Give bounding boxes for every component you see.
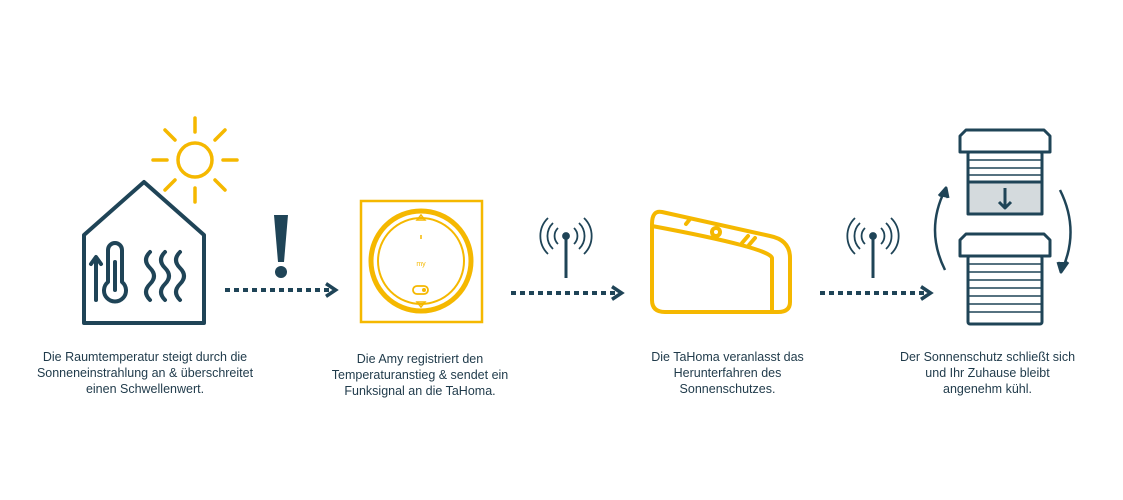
step-3-caption: Die TaHoma veranlasst das Herunterfahren… [651, 350, 804, 396]
step-1-caption: Die Raumtemperatur steigt durch die Sonn… [36, 350, 254, 396]
radio-signal-icon [539, 217, 593, 278]
step-4-caption: Der Sonnenschutz schließt sich und Ihr Z… [899, 350, 1076, 396]
amy-device-label: my [416, 261, 426, 268]
radio-signal-icon [846, 217, 900, 278]
step-2-caption: Die Amy registriert den Temperaturanstie… [331, 352, 509, 398]
alert-exclamation-icon [274, 215, 288, 278]
shutter-closing-icon [933, 128, 1072, 326]
sun-icon [151, 116, 239, 204]
amy-sensor-icon [359, 199, 484, 324]
tahoma-box-icon [650, 209, 792, 314]
house-thermometer-icon [82, 180, 206, 325]
